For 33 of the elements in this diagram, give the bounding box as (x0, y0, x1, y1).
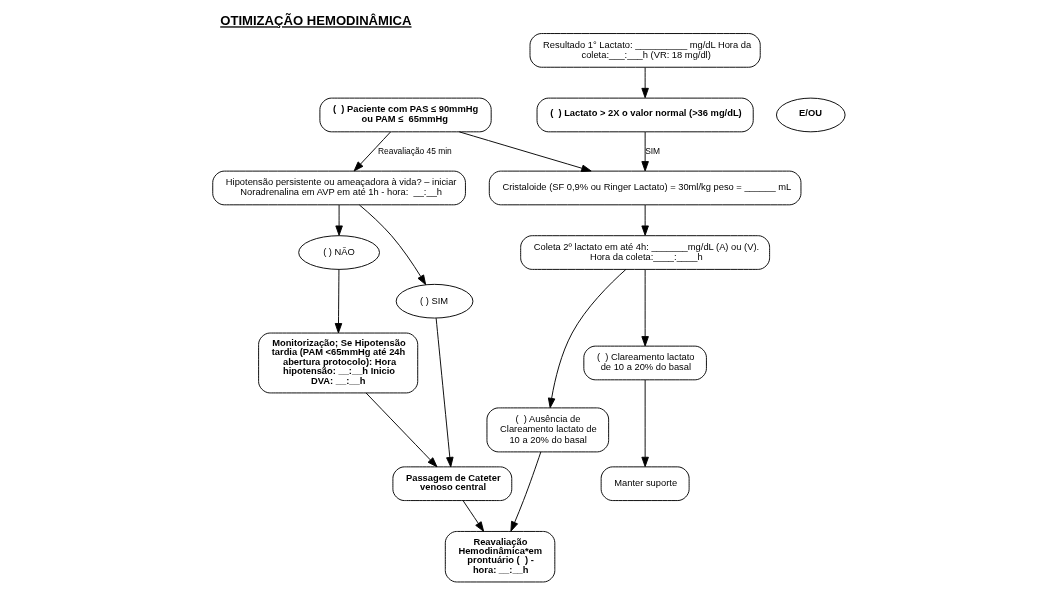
edge-label: SIM (644, 145, 660, 156)
node-box: Monitorização; Se Hipotensão tardia (PAM <65mmHg até 24h abertura protocolo): Hora hipotensão: __:__h Inicio DVA: __:__h (257, 332, 418, 394)
arrow (334, 204, 343, 236)
node-box: ( ) Paciente com PAS ≤ 90mmHg ou PAM ≤ 65mmHg (318, 97, 492, 133)
node-box: Cristaloide (SF 0,9% ou Ringer Lactato) = 30ml/kg peso = ______ mL (488, 170, 801, 206)
edge-label: Reavaliação 45 min (377, 145, 452, 156)
node-box: ( ) Clareamento lactato de 10 a 20% do basal (582, 345, 707, 381)
arrow (640, 269, 649, 347)
node-box: Passagem de Cateter venoso central (391, 466, 512, 502)
arrow (435, 317, 454, 468)
node-box: Manter suporte (600, 466, 690, 502)
node-box: Resultado 1° Lactato: __________ mg/dL Hora da coleta:___:___h (VR: 18 mg/dl) (529, 33, 761, 68)
arrow (547, 269, 626, 409)
arrow (353, 131, 391, 172)
node-ellipse: ( ) SIM (395, 283, 473, 319)
node-box: Hipotensão persistente ou ameaçadora à vida? – iniciar Noradrenalina em AVP em até 1h - hora: __:__h (211, 170, 466, 206)
arrow (462, 500, 484, 532)
arrow (640, 379, 649, 468)
arrow (365, 392, 437, 468)
arrow (640, 131, 649, 172)
arrow (640, 67, 649, 99)
arrow (334, 269, 342, 334)
node-box: ( ) Lactato > 2X o valor normal (>36 mg/dL) (536, 97, 754, 133)
arrow (458, 131, 592, 172)
node-ellipse: ( ) NÃO (297, 235, 380, 270)
node-box: Reavaliação Hemodinâmica*em prontuário ( ) - hora: __:__h (444, 530, 555, 583)
node-box: ( ) Ausência de Clareamento lactato de 10 a 20% do basal (486, 407, 609, 453)
node-ellipse: E/OU (775, 97, 846, 133)
diagram-title: OTIMIZAÇÃO HEMODINÂMICA (219, 13, 412, 29)
arrow (640, 204, 649, 236)
node-box: Coleta 2º lactato em até 4h: _______mg/dL (A) ou (V). Hora da coleta:____:____h (519, 235, 770, 270)
arrow (358, 204, 426, 286)
arrow (509, 451, 541, 532)
